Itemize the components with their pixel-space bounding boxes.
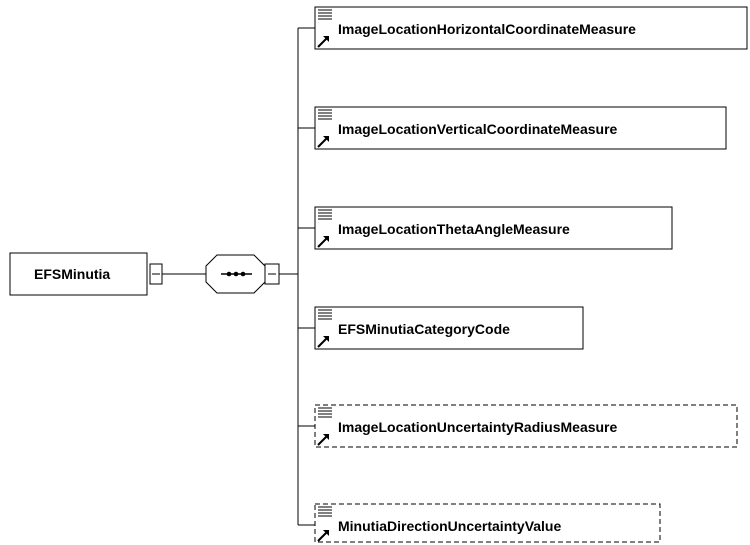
child-element[interactable]: ImageLocationVerticalCoordinateMeasure bbox=[298, 106, 727, 150]
text-lines-icon bbox=[318, 407, 332, 418]
child-element[interactable]: EFSMinutiaCategoryCode bbox=[298, 306, 584, 350]
root-element-label: EFSMinutia bbox=[34, 266, 110, 282]
text-lines-icon bbox=[318, 309, 332, 320]
root-collapse-toggle[interactable] bbox=[149, 263, 163, 285]
reference-arrow-icon bbox=[317, 236, 329, 248]
text-lines-icon bbox=[318, 109, 332, 120]
sequence-compositor[interactable] bbox=[205, 254, 266, 294]
child-element-label: ImageLocationThetaAngleMeasure bbox=[338, 221, 570, 237]
sequence-dot-icon bbox=[233, 271, 239, 277]
text-lines-icon bbox=[318, 9, 332, 20]
child-element-label: ImageLocationVerticalCoordinateMeasure bbox=[338, 121, 618, 137]
reference-arrow-icon bbox=[317, 136, 329, 148]
reference-arrow-icon bbox=[317, 336, 329, 348]
child-element-label: EFSMinutiaCategoryCode bbox=[338, 321, 510, 337]
sequence-dot-icon bbox=[240, 271, 246, 277]
child-element-box bbox=[314, 503, 661, 543]
compositor-collapse-toggle[interactable] bbox=[264, 263, 280, 285]
root-element-box bbox=[9, 252, 148, 296]
root-element[interactable]: EFSMinutia bbox=[9, 252, 148, 296]
text-lines-icon bbox=[318, 209, 332, 220]
child-element-label: MinutiaDirectionUncertaintyValue bbox=[338, 518, 561, 534]
child-element-box bbox=[314, 306, 584, 350]
child-element-label: ImageLocationHorizontalCoordinateMeasure bbox=[338, 21, 636, 37]
child-element-box bbox=[314, 6, 748, 50]
reference-arrow-icon bbox=[317, 36, 329, 48]
reference-arrow-icon bbox=[317, 434, 329, 446]
child-element-box bbox=[314, 404, 738, 448]
child-element-label: ImageLocationUncertaintyRadiusMeasure bbox=[338, 419, 618, 435]
child-element[interactable]: ImageLocationHorizontalCoordinateMeasure bbox=[298, 6, 748, 50]
child-element-box bbox=[314, 206, 673, 250]
child-element-optional[interactable]: ImageLocationUncertaintyRadiusMeasure bbox=[298, 404, 738, 448]
sequence-dot-icon bbox=[226, 271, 232, 277]
text-lines-icon bbox=[318, 506, 332, 517]
reference-arrow-icon bbox=[317, 530, 329, 542]
child-element[interactable]: ImageLocationThetaAngleMeasure bbox=[298, 206, 673, 250]
child-element-box bbox=[314, 106, 727, 150]
child-element-optional[interactable]: MinutiaDirectionUncertaintyValue bbox=[298, 503, 661, 543]
